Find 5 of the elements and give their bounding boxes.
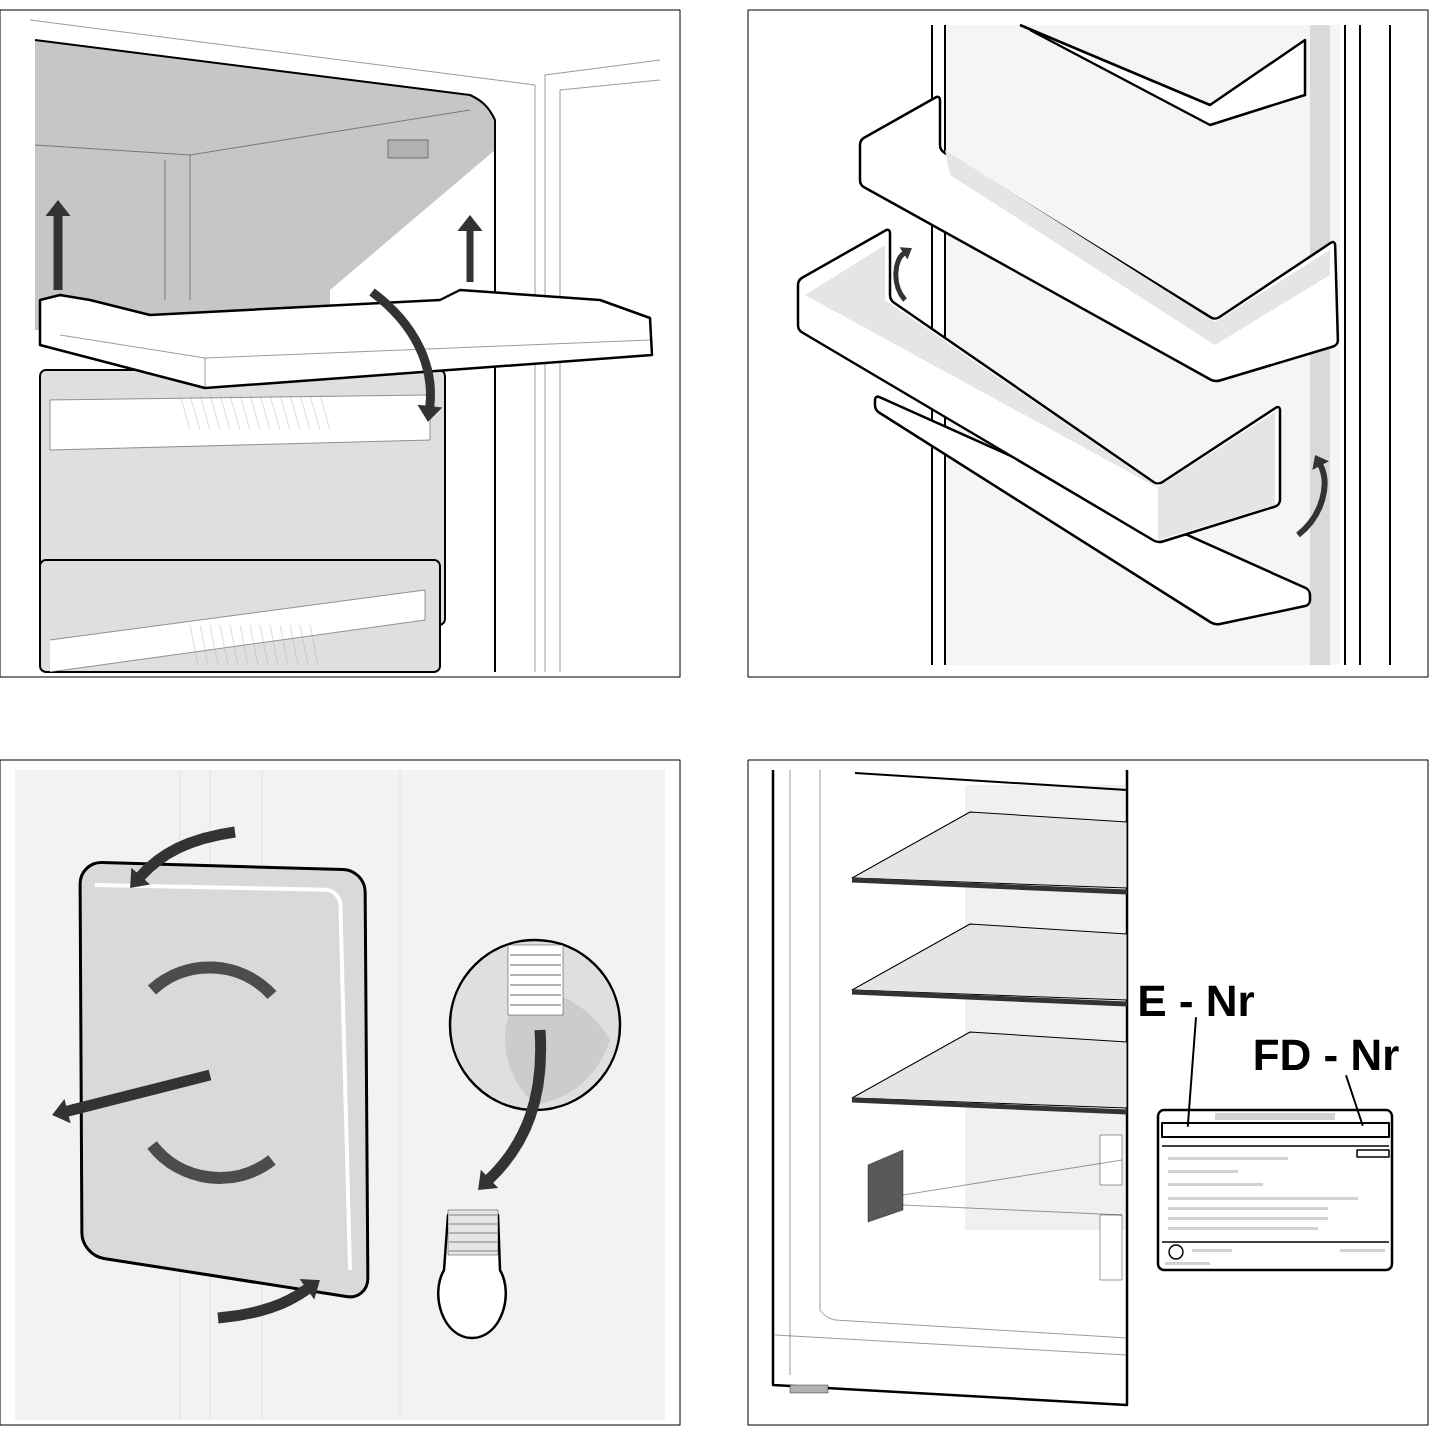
leader-line — [1345, 1074, 1364, 1127]
leader-line — [1186, 1016, 1197, 1128]
rating-plate — [1156, 1108, 1394, 1272]
part-label: FD - Nr — [1255, 1039, 1399, 1070]
part-label: E - Nr — [1140, 985, 1254, 1016]
